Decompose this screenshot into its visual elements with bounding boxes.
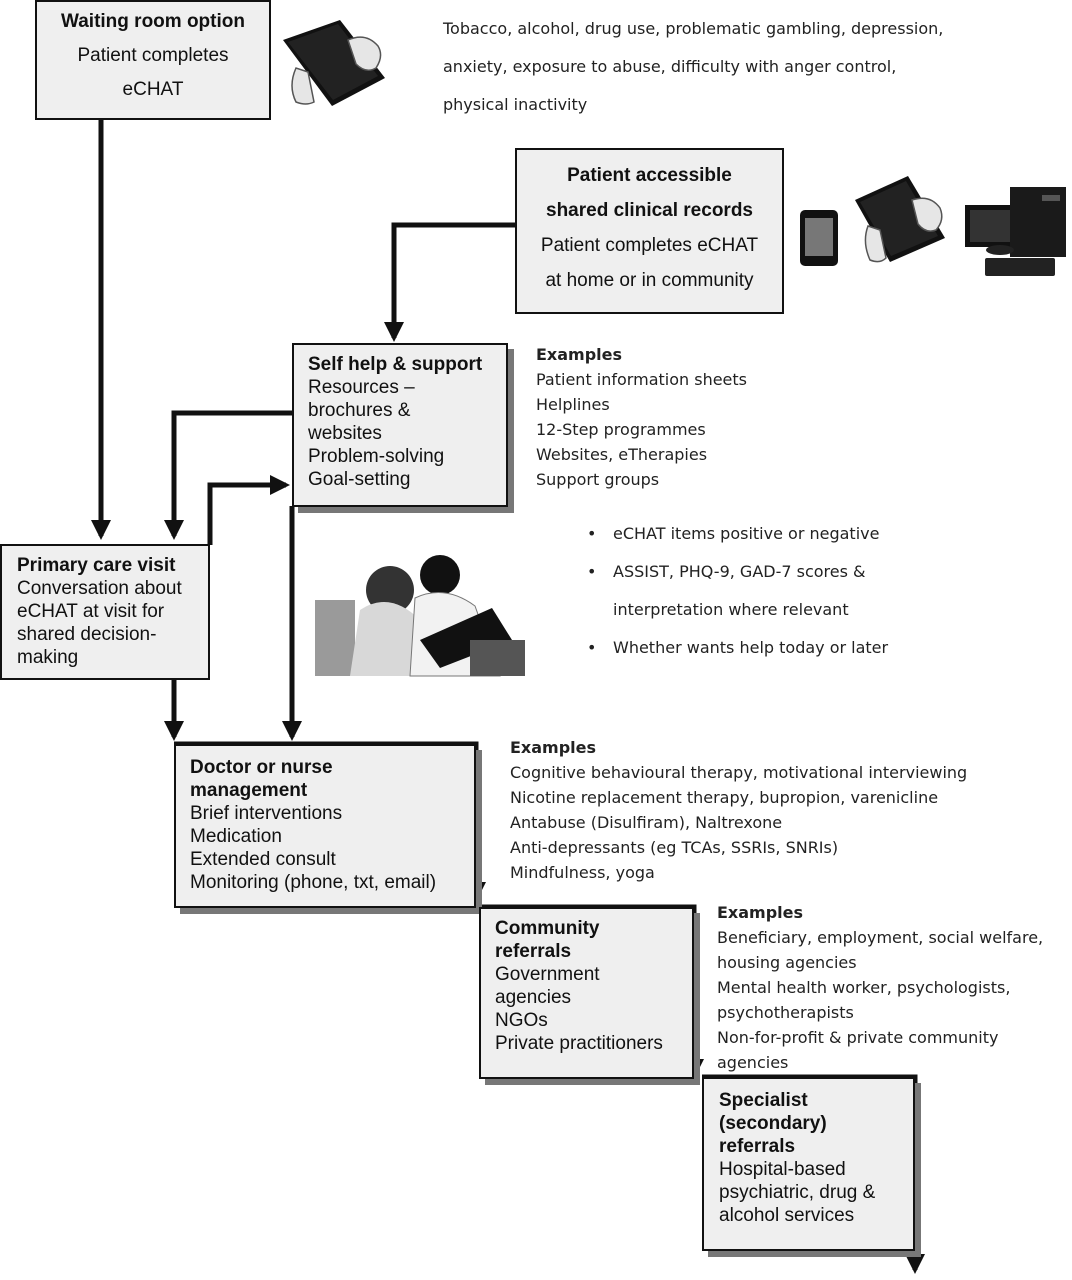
screening-topics-line-2: anxiety, exposure to abuse, difficulty w… (443, 57, 897, 76)
community-example-5: Non-for-profit & private community (717, 1028, 999, 1047)
doctor-example-2: Nicotine replacement therapy, bupropion,… (510, 788, 939, 807)
waiting-room-line-2: eCHAT (122, 79, 184, 100)
waiting-room-line-1: Patient completes (77, 45, 229, 66)
self-help-example-2: Helplines (536, 395, 610, 414)
specialist-line-1: Hospital-based (719, 1159, 846, 1180)
specialist-line-3: alcohol services (719, 1205, 855, 1226)
tablet-hand-icon (283, 20, 385, 106)
doctor-examples: Examples Cognitive behavioural therapy, … (510, 735, 967, 885)
community-example-6: agencies (717, 1053, 789, 1072)
specialist-title-2: (secondary) (719, 1113, 827, 1134)
tablet-hand-icon (855, 176, 945, 263)
visit-bullet-1: eCHAT items positive or negative (613, 515, 888, 553)
primary-care-line-4: making (17, 647, 79, 668)
patient-records-box: Patient accessible shared clinical recor… (515, 148, 784, 314)
primary-care-line-2: eCHAT at visit for (17, 601, 165, 622)
doctor-nurse-title-1: Doctor or nurse (190, 757, 333, 778)
community-line-2: agencies (495, 987, 572, 1008)
doctor-example-1: Cognitive behavioural therapy, motivatio… (510, 763, 968, 782)
arrow-selfhelp-to-primary (164, 410, 292, 540)
doctor-nurse-title-2: management (190, 780, 308, 801)
patient-records-title-2: shared clinical records (546, 200, 753, 221)
doctor-nurse-line-1: Brief interventions (190, 803, 343, 824)
arrow-primary-to-selfhelp (207, 475, 290, 545)
waiting-room-box: Waiting room option Patient completes eC… (35, 0, 271, 120)
visit-bullets: eCHAT items positive or negative ASSIST,… (613, 515, 888, 667)
patient-records-line-1: Patient completes eCHAT (540, 235, 759, 256)
specialist-box: Specialist (secondary) referrals Hospita… (702, 1077, 915, 1251)
self-help-examples: Examples Patient information sheets Help… (536, 342, 747, 492)
self-help-example-4: Websites, eTherapies (536, 445, 708, 464)
self-help-example-5: Support groups (536, 470, 660, 489)
community-referrals-box: Community referrals Government agencies … (479, 907, 694, 1079)
primary-care-line-1: Conversation about (17, 578, 182, 599)
screening-topics-line-3: physical inactivity (443, 95, 588, 114)
doctor-example-5: Mindfulness, yoga (510, 863, 655, 882)
primary-care-line-3: shared decision- (17, 624, 157, 645)
community-example-2: housing agencies (717, 953, 857, 972)
specialist-title-1: Specialist (719, 1090, 808, 1111)
community-examples: Examples Beneficiary, employment, social… (717, 900, 1043, 1075)
self-help-line-2: brochures & (308, 400, 411, 421)
visit-bullet-2: ASSIST, PHQ-9, GAD-7 scores & (613, 553, 888, 591)
screening-topics: Tobacco, alcohol, drug use, problematic … (443, 10, 943, 124)
phone-icon (800, 210, 838, 266)
community-title-2: referrals (495, 941, 572, 962)
community-line-4: Private practitioners (495, 1033, 663, 1054)
self-help-line-1: Resources – (308, 377, 415, 398)
community-example-4: psychotherapists (717, 1003, 854, 1022)
self-help-examples-header: Examples (536, 345, 623, 364)
self-help-line-5: Goal-setting (308, 469, 411, 490)
arrow-records-to-selfhelp (384, 222, 516, 342)
community-example-1: Beneficiary, employment, social welfare, (717, 928, 1044, 947)
primary-care-title: Primary care visit (17, 555, 176, 576)
self-help-line-4: Problem-solving (308, 446, 445, 467)
community-example-3: Mental health worker, psychologists, (717, 978, 1011, 997)
consultation-photo (315, 555, 525, 677)
community-line-3: NGOs (495, 1010, 548, 1031)
self-help-example-1: Patient information sheets (536, 370, 747, 389)
doctor-examples-header: Examples (510, 738, 597, 757)
doctor-nurse-line-2: Medication (190, 826, 282, 847)
self-help-box: Self help & support Resources – brochure… (292, 343, 508, 507)
screening-topics-line-1: Tobacco, alcohol, drug use, problematic … (443, 19, 944, 38)
doctor-example-3: Antabuse (Disulfiram), Naltrexone (510, 813, 783, 832)
community-line-1: Government (495, 964, 600, 985)
doctor-nurse-line-4: Monitoring (phone, txt, email) (190, 872, 437, 893)
primary-care-box: Primary care visit Conversation about eC… (0, 544, 210, 680)
waiting-room-title: Waiting room option (61, 11, 245, 32)
specialist-title-3: referrals (719, 1136, 796, 1157)
self-help-title: Self help & support (308, 354, 483, 375)
doctor-example-4: Anti-depressants (eg TCAs, SSRIs, SNRIs) (510, 838, 839, 857)
specialist-line-2: psychiatric, drug & (719, 1182, 876, 1203)
self-help-line-3: websites (308, 423, 382, 444)
doctor-nurse-line-3: Extended consult (190, 849, 336, 870)
doctor-nurse-box: Doctor or nurse management Brief interve… (174, 744, 476, 908)
self-help-example-3: 12-Step programmes (536, 420, 706, 439)
visit-bullet-3: Whether wants help today or later (613, 629, 888, 667)
patient-records-title-1: Patient accessible (567, 165, 732, 186)
patient-records-line-2: at home or in community (545, 270, 754, 291)
visit-bullet-2-cont: interpretation where relevant (613, 600, 849, 619)
community-examples-header: Examples (717, 903, 804, 922)
desktop-computer-icon (965, 187, 1066, 276)
community-title-1: Community (495, 918, 600, 939)
